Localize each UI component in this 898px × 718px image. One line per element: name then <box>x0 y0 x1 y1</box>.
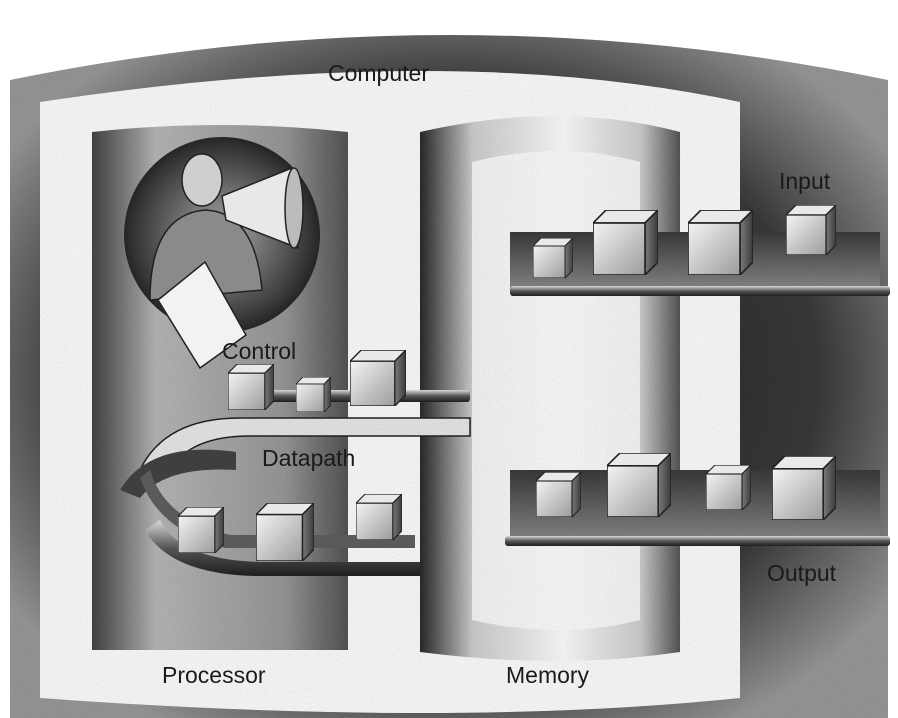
memory-label: Memory <box>506 662 590 688</box>
cube-icon <box>228 364 274 410</box>
datapath-label: Datapath <box>262 445 356 471</box>
cube-icon <box>593 210 658 275</box>
cube-icon <box>786 205 836 255</box>
cube-icon <box>772 456 836 520</box>
input-label: Input <box>779 168 831 194</box>
control-label: Control <box>222 338 297 364</box>
cube-icon <box>356 494 402 540</box>
output-label: Output <box>767 560 837 586</box>
cube-icon <box>533 238 573 278</box>
person-with-megaphone-icon <box>149 153 304 370</box>
processor-label: Processor <box>162 662 266 688</box>
cube-icon <box>688 210 753 275</box>
cube-icon <box>350 350 406 406</box>
cube-icon <box>256 503 314 561</box>
cube-icon <box>607 453 671 517</box>
cube-icon <box>706 465 751 510</box>
cube-icon <box>178 507 224 553</box>
cube-icon <box>536 472 581 517</box>
cube-icon <box>296 377 331 412</box>
computer-label: Computer <box>328 60 429 86</box>
